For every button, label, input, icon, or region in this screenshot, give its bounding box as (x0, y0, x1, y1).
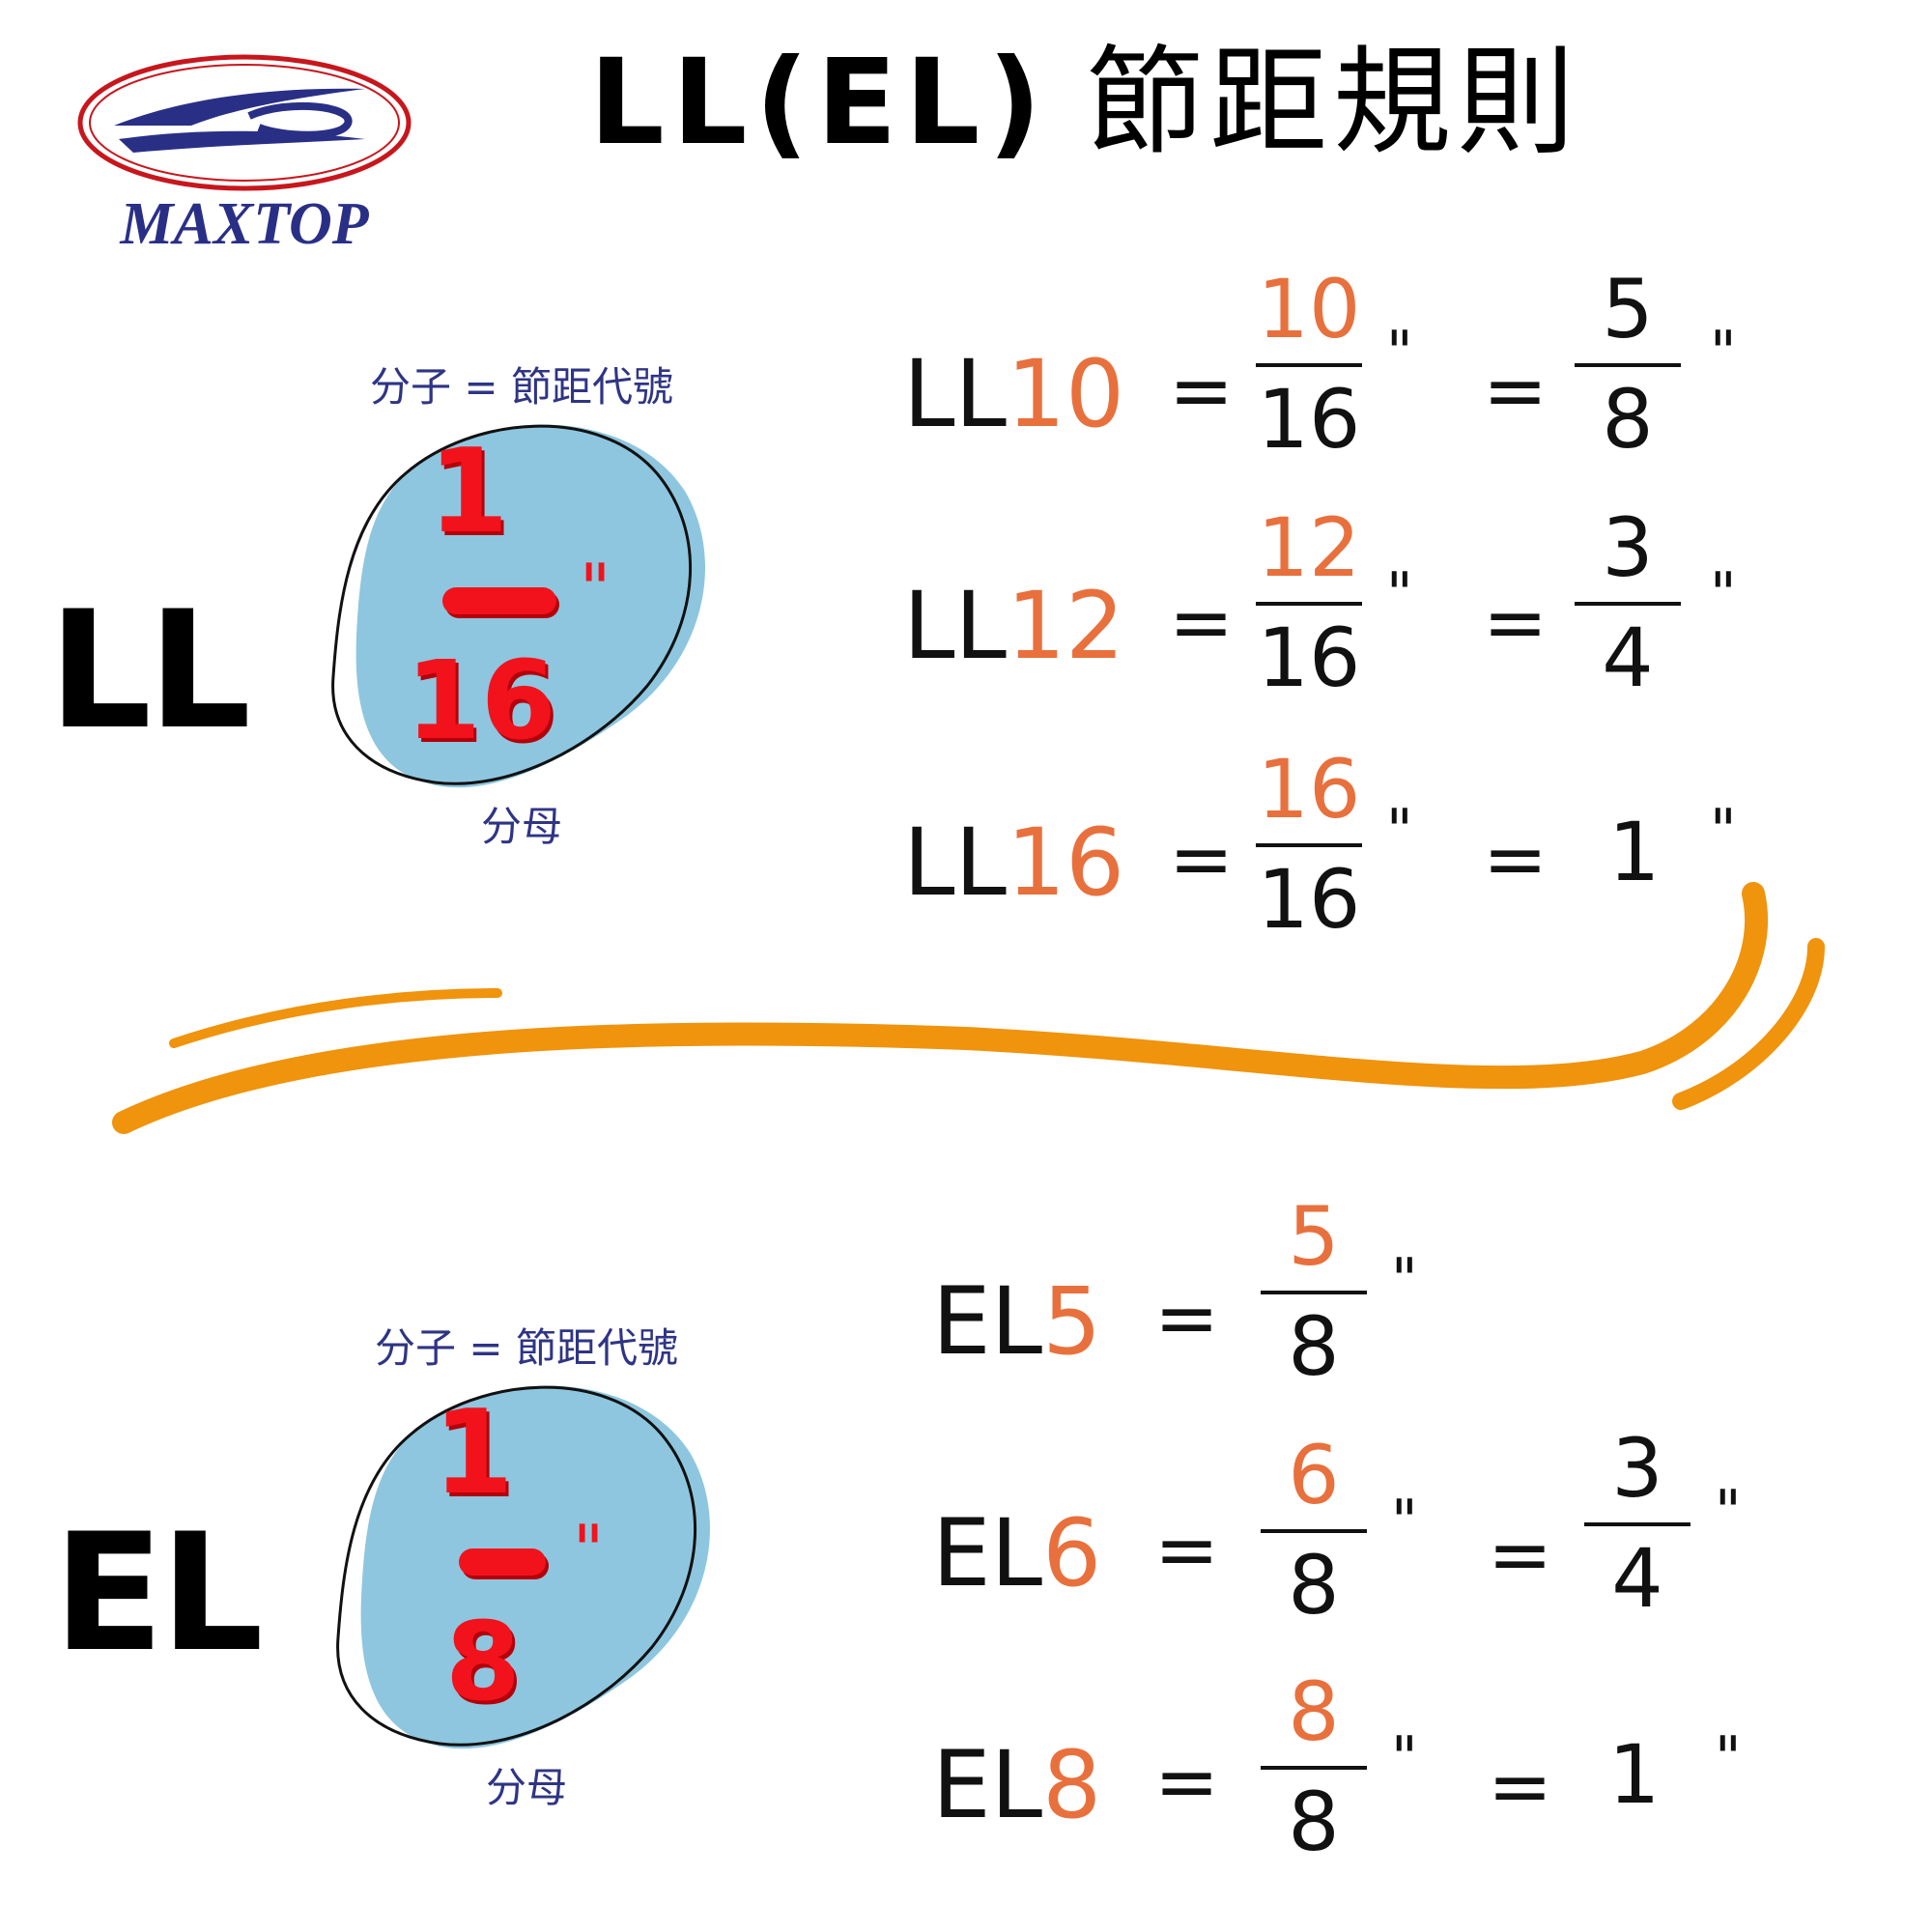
equals-sign: = (1154, 1273, 1220, 1363)
equals-sign: = (1483, 346, 1548, 436)
inch-mark: " (1710, 319, 1737, 386)
el-section-label: EL (53, 1498, 264, 1688)
ll-big-numerator: 1 (428, 425, 509, 559)
inch-mark: " (1391, 1724, 1418, 1792)
equals-sign: = (1154, 1505, 1220, 1595)
el-denominator-note: 分母 (485, 1764, 567, 1811)
el-big-fraction-bar (459, 1548, 546, 1576)
equals-sign: = (1488, 1742, 1553, 1832)
inch-mark: " (1386, 319, 1413, 386)
logo-wordmark: MAXTOP (119, 191, 369, 257)
ll-denominator-note: 分母 (480, 803, 562, 850)
inch-mark: " (1715, 1724, 1742, 1792)
el-row-3-whole: 1 (1608, 1727, 1661, 1822)
el-big-numerator: 1 (433, 1386, 514, 1520)
equals-sign: = (1154, 1737, 1220, 1827)
page-title-cjk: 節距規則 (1086, 34, 1581, 171)
inch-mark: " (1391, 1488, 1418, 1555)
equals-sign: = (1169, 814, 1235, 904)
ll-row-3-whole: 1 (1608, 805, 1661, 899)
ll-big-fraction-bar (442, 587, 556, 614)
inch-mark: " (1715, 1478, 1742, 1546)
ll-fraction-explainer: 分子 = 節距代號 1 16 " 分母 (319, 363, 724, 847)
ll-row-1-code: LL10 (903, 340, 1125, 448)
page-title-latin: LL(EL) (589, 34, 1050, 171)
equals-sign: = (1483, 814, 1548, 904)
el-numerator-note: 分子 = 節距代號 (375, 1324, 678, 1372)
ll-big-denominator: 16 (406, 639, 556, 764)
ll-section-label: LL (48, 576, 251, 765)
inch-mark: " (1710, 797, 1737, 865)
ll-big-inch-mark: " (580, 550, 611, 629)
maxtop-emblem-icon: MAXTOP (77, 54, 412, 257)
ll-numerator-note: 分子 = 節距代號 (370, 363, 673, 411)
inch-mark: " (1391, 1246, 1418, 1314)
equals-sign: = (1488, 1510, 1553, 1600)
inch-mark: " (1386, 560, 1413, 628)
maxtop-logo: MAXTOP (75, 50, 423, 272)
inch-mark: " (1710, 560, 1737, 628)
el-row-1-code: EL5 (932, 1267, 1102, 1376)
equals-sign: = (1169, 578, 1235, 668)
el-fraction-explainer: 分子 = 節距代號 1 8 " 分母 (324, 1324, 729, 1808)
el-row-3-code: EL8 (932, 1731, 1102, 1839)
el-row-2-code: EL6 (932, 1499, 1102, 1607)
page-title: LL(EL) 節距規則 (589, 25, 1580, 180)
equals-sign: = (1483, 578, 1548, 668)
inch-mark: " (1386, 797, 1413, 865)
el-big-denominator: 8 (445, 1600, 521, 1725)
ll-row-2-code: LL12 (903, 572, 1125, 680)
swoosh-divider (112, 882, 1825, 1134)
ll-row-3-code: LL16 (903, 809, 1125, 917)
equals-sign: = (1169, 346, 1235, 436)
el-big-inch-mark: " (573, 1511, 605, 1590)
